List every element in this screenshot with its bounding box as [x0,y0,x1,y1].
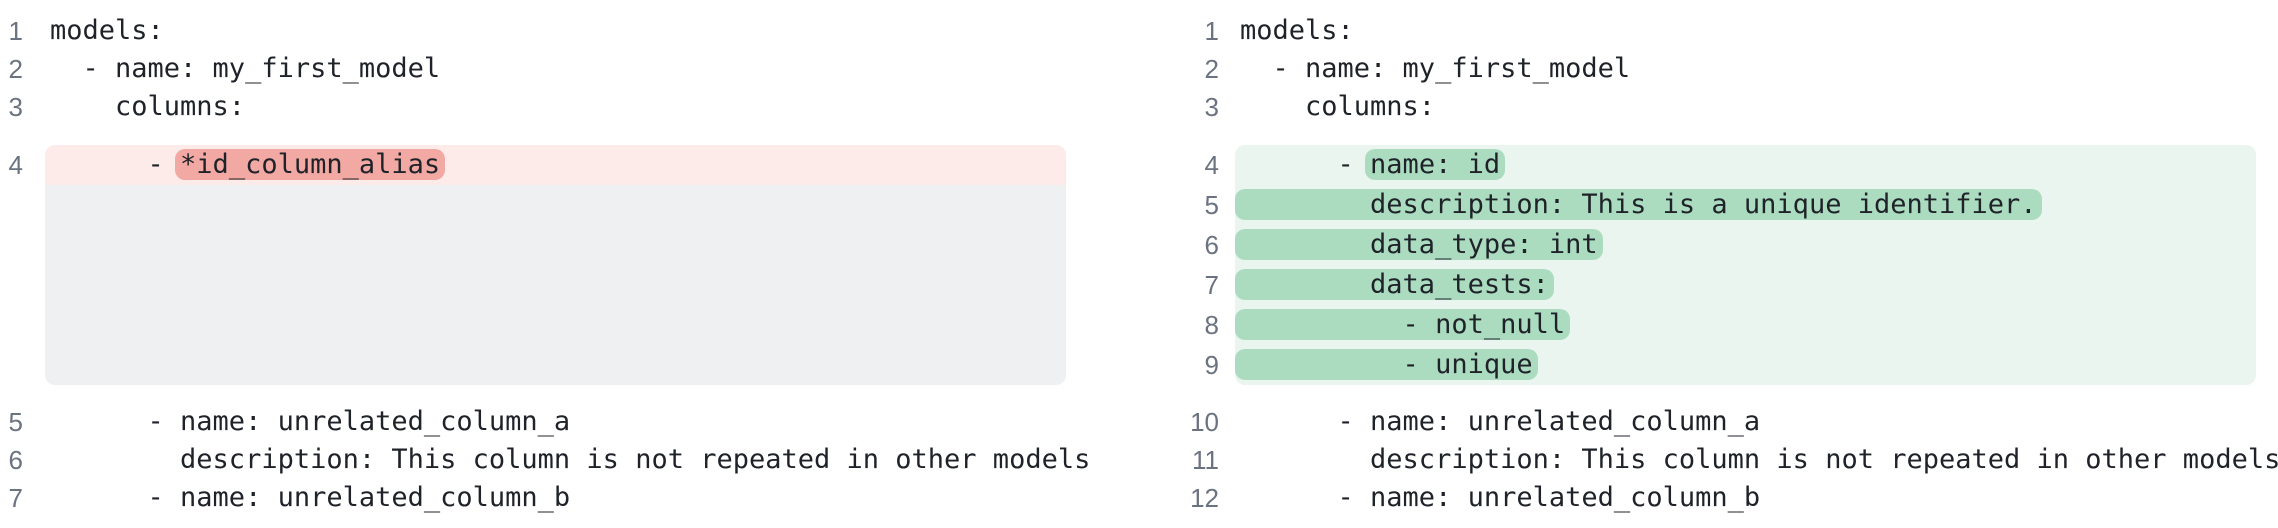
diff-line: 2 - name: my_first_model [1139,50,2278,88]
line-number: 9 [1204,350,1219,380]
code-segment: - name: unrelated_column_a [50,406,571,437]
diff-line: 6 data_type: int [1139,225,2278,265]
diff-line: 6 description: This column is not repeat… [0,441,1139,479]
code-segment: description: This column is not repeated… [1240,444,2278,475]
diff-changed-token: data_tests: [1235,269,1554,300]
diff-line: 4 - name: id [1139,145,2278,185]
line-number: 11 [1192,445,1219,475]
diff-line: 4 - *id_column_alias [0,145,1139,185]
diff-changed-token: *id_column_alias [175,149,446,180]
code-segment: columns: [50,91,246,122]
code-text: description: This column is not repeated… [1235,441,2278,479]
code-segment: - [50,149,181,180]
diff-changed-token: name: id [1365,149,1506,180]
line-number: 5 [1204,190,1219,220]
code-segment: - name: unrelated_column_b [50,482,571,513]
diff-line: 10 - name: unrelated_column_a [1139,403,2278,441]
line-number: 1 [1204,16,1219,46]
line-number: 6 [8,445,23,475]
code-segment: models: [50,15,164,46]
code-text: - name: id [1235,145,2256,185]
code-text: description: This is a unique identifier… [1235,185,2256,225]
code-segment: models: [1240,15,1354,46]
line-number: 4 [1204,150,1219,180]
diff-line: 7 data_tests: [1139,265,2278,305]
code-segment: columns: [1240,91,1436,122]
diff-line: 2 - name: my_first_model [0,50,1139,88]
line-number: 2 [1204,54,1219,84]
diff-line: 1 models: [0,12,1139,50]
code-segment: description: This column is not repeated… [50,444,1091,475]
line-number: 6 [1204,230,1219,260]
code-text: data_type: int [1235,225,2256,265]
code-text: - name: unrelated_column_a [1235,403,2256,441]
line-number: 1 [8,16,23,46]
code-segment: - name: unrelated_column_a [1240,406,1761,437]
diff-changed-token: - unique [1235,349,1538,380]
code-text: models: [1235,12,2256,50]
code-text: - name: unrelated_column_b [1235,479,2256,517]
code-text: - unique [1235,345,2256,385]
code-text: - *id_column_alias [45,145,1066,185]
line-number: 4 [8,150,23,180]
line-number: 3 [8,92,23,122]
code-segment: - name: my_first_model [1240,53,1631,84]
code-text: models: [45,12,1066,50]
collapsed-spacer-row [0,185,1139,385]
diff-line: 1 models: [1139,12,2278,50]
diff-line: 3 columns: [0,88,1139,126]
line-number: 7 [1204,270,1219,300]
diff-changed-token: data_type: int [1235,229,1603,260]
code-segment: - [1240,149,1371,180]
line-number: 2 [8,54,23,84]
code-text: - not_null [1235,305,2256,345]
diff-line: 9 - unique [1139,345,2278,385]
code-text: columns: [45,88,1066,126]
line-number: 8 [1204,310,1219,340]
diff-line: 8 - not_null [1139,305,2278,345]
code-segment: - name: unrelated_column_b [1240,482,1761,513]
diff-changed-token: - not_null [1235,309,1571,340]
diff-line: 5 - name: unrelated_column_a [0,403,1139,441]
code-text: columns: [1235,88,2256,126]
code-text: description: This column is not repeated… [45,441,1090,479]
diff-line: 12 - name: unrelated_column_b [1139,479,2278,517]
line-number: 3 [1204,92,1219,122]
code-text: - name: my_first_model [45,50,1066,88]
line-number: 12 [1190,483,1219,513]
diff-line: 3 columns: [1139,88,2278,126]
diff-changed-token: description: This is a unique identifier… [1235,189,2042,220]
collapsed-spacer [45,185,1066,385]
code-text: - name: unrelated_column_b [45,479,1066,517]
code-text: - name: unrelated_column_a [45,403,1066,441]
diff-line: 5 description: This is a unique identifi… [1139,185,2278,225]
line-number: 10 [1190,407,1219,437]
diff-line: 11 description: This column is not repea… [1139,441,2278,479]
diff-line: 7 - name: unrelated_column_b [0,479,1139,517]
code-segment: - name: my_first_model [50,53,441,84]
code-text: data_tests: [1235,265,2256,305]
code-text: - name: my_first_model [1235,50,2256,88]
line-number: 7 [8,483,23,513]
line-number: 5 [8,407,23,437]
line-number [0,185,23,385]
